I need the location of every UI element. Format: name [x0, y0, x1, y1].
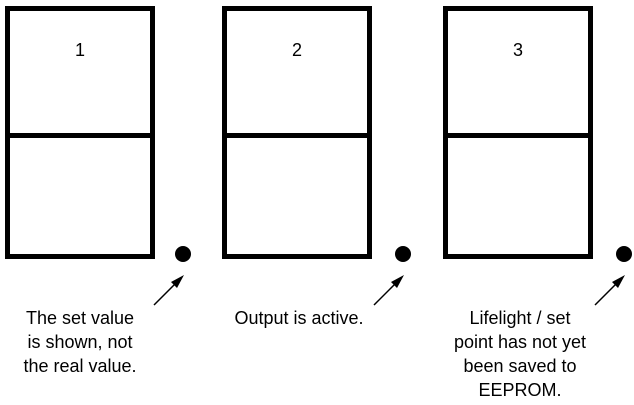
decimal-point-dot-icon — [175, 246, 191, 262]
segment-divider — [448, 133, 588, 138]
arrow-up-right-icon — [373, 275, 404, 306]
digit-display-2: 2 — [222, 6, 372, 259]
decimal-point-dot-icon — [616, 246, 632, 262]
caption-line: Output is active. — [234, 308, 364, 328]
digit-display-1: 1 — [5, 6, 155, 259]
caption-digit-2: Output is active. — [214, 306, 384, 330]
caption-line: The set value — [25, 308, 135, 328]
arrow-up-right-icon — [594, 275, 625, 306]
caption-line: the real value. — [23, 356, 137, 376]
digit-display-3: 3 — [443, 6, 593, 259]
digit-number-label: 1 — [74, 40, 85, 60]
caption-line: been saved to — [463, 356, 577, 376]
segment-divider — [227, 133, 367, 138]
digit-number-label: 3 — [512, 40, 523, 60]
caption-digit-3: Lifelight / set point has not yet been s… — [432, 306, 608, 402]
digit-number-label: 2 — [291, 40, 302, 60]
caption-line: Lifelight / set — [469, 308, 571, 328]
caption-line: is shown, not — [27, 332, 133, 352]
caption-digit-1: The set value is shown, not the real val… — [4, 306, 156, 378]
segment-divider — [10, 133, 150, 138]
decimal-point-dot-icon — [395, 246, 411, 262]
caption-line: EEPROM. — [478, 380, 562, 400]
arrow-up-right-icon — [153, 275, 184, 306]
caption-line: point has not yet — [453, 332, 587, 352]
